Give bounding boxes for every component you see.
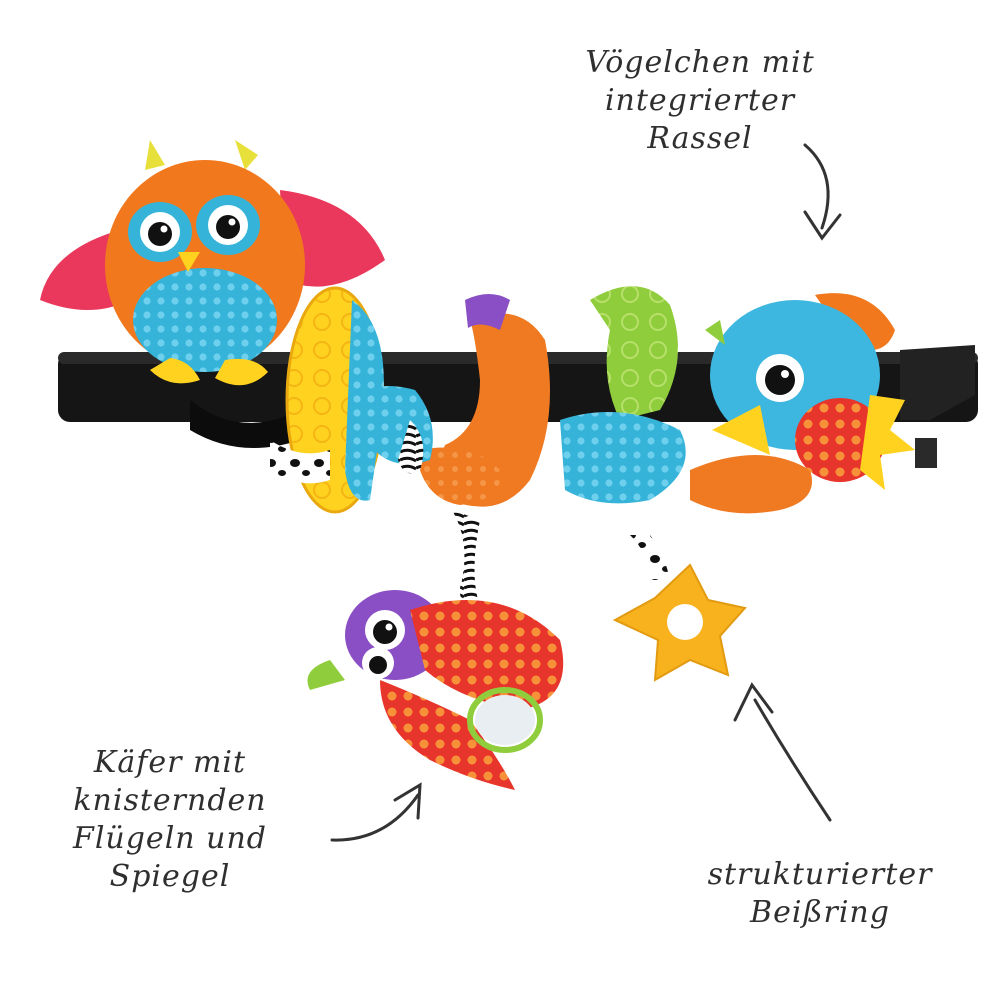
spiral-body <box>270 286 812 514</box>
caption-teether-line-1: strukturierter <box>707 857 933 892</box>
caption-bird-line-3: Rassel <box>647 121 753 156</box>
caption-teether-line-2: Beißring <box>750 895 890 930</box>
caption-beetle-line-1: Käfer mit <box>93 745 247 780</box>
star-teether-icon <box>612 535 747 682</box>
caption-beetle: Käfer mit knisternden Flügeln und Spiege… <box>20 744 320 896</box>
caption-teether: strukturierter Beißring <box>670 856 970 932</box>
caption-bird-line-1: Vögelchen mit <box>585 45 815 80</box>
hand-drawn-arrow-icon <box>330 143 842 842</box>
caption-beetle-line-4: Spiegel <box>109 859 231 894</box>
owl-plush-icon <box>40 140 385 386</box>
caption-bird: Vögelchen mit integrierter Rassel <box>540 44 860 158</box>
bird-plush-icon <box>705 293 915 490</box>
beetle-plush-icon <box>307 510 564 790</box>
caption-beetle-line-2: knisternden <box>73 783 267 818</box>
caption-bird-line-2: integrierter <box>604 83 796 118</box>
caption-beetle-line-3: Flügeln und <box>73 821 267 856</box>
